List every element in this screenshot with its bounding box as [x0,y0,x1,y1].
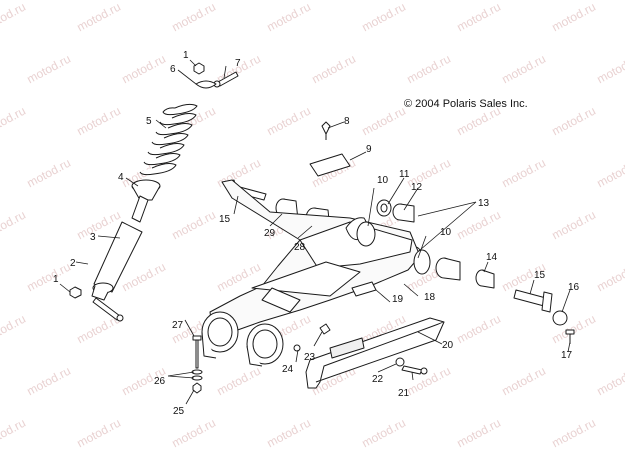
part-24-washer [293,344,301,352]
callout-17: 17 [561,350,573,361]
callout-labels: 1 6 7 5 4 3 2 1 8 9 10 11 12 13 10 14 15… [53,50,580,417]
part-18-swing-arm [209,179,431,333]
callout-9: 9 [366,144,372,155]
part-21-bolt [401,365,428,375]
part-14-cap [475,269,495,289]
callout-18: 18 [424,292,436,303]
callout-15b: 15 [534,270,546,281]
part-27-bolt [192,335,202,369]
part-26-washers [191,369,203,381]
callout-13: 13 [478,198,490,209]
part-14-bushing [435,257,461,281]
part-2-bolt [92,297,124,322]
callout-2: 2 [70,258,76,269]
callout-27: 27 [172,320,184,331]
callout-23: 23 [304,352,316,363]
callout-1b: 1 [53,274,59,285]
part-6-retainer [195,80,217,89]
callout-3: 3 [90,232,96,243]
part-17-screw [565,329,575,344]
callout-29: 29 [264,228,276,239]
callout-5: 5 [146,116,152,127]
callout-24: 24 [282,364,294,375]
part-16-clip [552,310,568,326]
part-4-spring-seat [131,179,161,201]
callout-12: 12 [411,182,423,193]
callout-8: 8 [344,116,350,127]
copyright-notice: © 2004 Polaris Sales Inc. [404,98,528,110]
part-1-nut-lower [69,286,82,299]
callout-22: 22 [372,374,384,385]
callout-21: 21 [398,388,410,399]
callout-10a: 10 [377,175,389,186]
part-11-washer [376,199,392,217]
part-3-shock-absorber [91,195,149,301]
callout-14: 14 [486,252,498,263]
callout-7: 7 [235,58,241,69]
part-8-fitting [321,121,331,140]
part-1-nut-top [193,62,205,75]
part-7-bolt [213,71,239,88]
part-23-bolt [319,323,331,335]
part-5-spring [139,103,198,176]
callout-26: 26 [154,376,166,387]
callout-10b: 10 [440,227,452,238]
callout-16: 16 [568,282,580,293]
callout-19: 19 [392,294,404,305]
callout-6: 6 [170,64,176,75]
callout-4: 4 [118,172,124,183]
swing-arm-mounts [201,311,284,367]
callout-15a: 15 [219,214,231,225]
leader-lines [59,59,571,405]
part-12-bushing [392,203,415,223]
callout-1a: 1 [183,50,189,61]
callout-11: 11 [399,169,410,180]
part-22-washer [395,357,405,367]
callout-20: 20 [442,340,454,351]
part-15-pivot-bolt-right [513,289,553,313]
callout-25: 25 [173,406,185,417]
part-9-plate [309,153,351,177]
part-20-slide-rail [305,317,445,389]
callout-28: 28 [294,242,306,253]
part-25-nut [192,382,202,394]
